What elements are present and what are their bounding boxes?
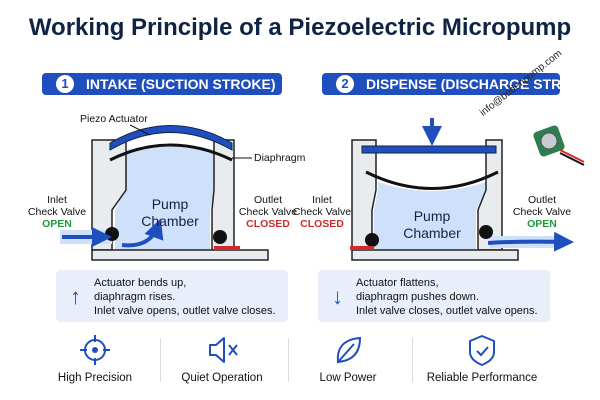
description-line: Actuator bends up, bbox=[94, 277, 187, 289]
outlet-check-valve-word: Check Valve bbox=[238, 206, 298, 218]
leaf-icon bbox=[336, 336, 362, 364]
piezo-actuator-label: Piezo Actuator bbox=[80, 113, 148, 125]
pump-chamber-label: Pump Chamber bbox=[392, 208, 472, 242]
target-icon bbox=[80, 335, 110, 365]
inlet-status-open: OPEN bbox=[42, 218, 72, 230]
intake-description: ↑ Actuator bends up, diaphragm rises. In… bbox=[56, 270, 288, 322]
description-line: Actuator flattens, bbox=[356, 277, 439, 289]
product-image bbox=[533, 125, 585, 166]
divider bbox=[412, 338, 413, 382]
outlet-label: Outlet Check Valve CLOSED bbox=[238, 194, 298, 230]
stage-header-dispense: 2 DISPENSE (DISCHARGE STROKE) bbox=[322, 73, 596, 95]
chamber-word-1: Pump bbox=[151, 196, 189, 212]
inlet-check-valve-word: Check Valve bbox=[27, 206, 87, 218]
arrow-down-icon: ↓ bbox=[332, 284, 343, 309]
description-line: Inlet valve closes, outlet valve opens. bbox=[356, 305, 538, 317]
feature-low-power: Low Power bbox=[273, 332, 423, 392]
housing-base bbox=[91, 249, 269, 261]
outlet-check-valve-word: Check Valve bbox=[512, 206, 572, 218]
inlet-word: Inlet bbox=[312, 194, 332, 206]
description-line: diaphragm rises. bbox=[94, 291, 176, 303]
feature-reliable-performance: Reliable Performance bbox=[407, 332, 557, 392]
intake-pump bbox=[60, 124, 269, 261]
arrow-up-icon: ↑ bbox=[70, 284, 81, 309]
diaphragm bbox=[109, 143, 233, 162]
outlet-flow-arrow bbox=[487, 231, 574, 252]
chamber-word-2: Chamber bbox=[141, 213, 199, 229]
chamber-word-1: Pump bbox=[413, 208, 451, 224]
stage-number: 2 bbox=[336, 75, 354, 93]
feature-label: Low Power bbox=[319, 372, 377, 384]
divider bbox=[160, 338, 161, 382]
dispense-description: ↓ Actuator flattens, diaphragm pushes do… bbox=[318, 270, 550, 322]
inlet-valve-ball bbox=[105, 227, 119, 241]
chamber-flow-arrow bbox=[121, 218, 164, 248]
outlet-word: Outlet bbox=[527, 194, 556, 206]
description-text: Actuator bends up, diaphragm rises. Inle… bbox=[94, 276, 276, 318]
outlet-label: Outlet Check Valve OPEN bbox=[510, 194, 574, 230]
outlet-valve-seal bbox=[214, 246, 240, 250]
shield-check-icon bbox=[469, 335, 495, 366]
chamber-word-2: Chamber bbox=[403, 225, 461, 241]
stage-label: DISPENSE (DISCHARGE STROKE) bbox=[366, 76, 597, 92]
inlet-valve-seal bbox=[350, 246, 374, 250]
outlet-word: Outlet bbox=[253, 194, 282, 206]
feature-label: High Precision bbox=[57, 372, 133, 384]
chamber-fluid bbox=[374, 182, 486, 250]
inlet-label: Inlet Check Valve OPEN bbox=[22, 194, 92, 230]
feature-high-precision: High Precision bbox=[20, 332, 170, 392]
inlet-valve-ball bbox=[365, 233, 379, 247]
inlet-word: Inlet bbox=[47, 194, 67, 206]
housing-base bbox=[351, 249, 519, 261]
dispense-pump bbox=[350, 118, 574, 261]
description-line: diaphragm pushes down. bbox=[356, 291, 479, 303]
inlet-label: Inlet Check Valve CLOSED bbox=[292, 194, 352, 230]
page-title: Working Principle of a Piezoelectric Mic… bbox=[28, 14, 572, 41]
description-text: Actuator flattens, diaphragm pushes down… bbox=[356, 276, 538, 318]
feature-quiet-operation: Quiet Operation bbox=[147, 332, 297, 392]
outlet-status-closed: CLOSED bbox=[246, 218, 290, 230]
outlet-valve-ball bbox=[213, 230, 227, 244]
stage-header-intake: 1 INTAKE (SUCTION STROKE) bbox=[42, 73, 282, 95]
outlet-status-open: OPEN bbox=[527, 218, 557, 230]
chamber-fluid bbox=[115, 145, 215, 255]
feature-label: Reliable Performance bbox=[426, 372, 538, 384]
description-line: Inlet valve opens, outlet valve closes. bbox=[94, 305, 276, 317]
leader-actuator bbox=[129, 124, 151, 136]
stage-label: INTAKE (SUCTION STROKE) bbox=[86, 76, 276, 92]
speaker-mute-icon bbox=[209, 337, 238, 363]
piezo-actuator bbox=[361, 145, 497, 154]
pump-chamber-label: Pump Chamber bbox=[130, 196, 210, 230]
diaphragm bbox=[365, 170, 499, 190]
diaphragm-label: Diaphragm bbox=[254, 152, 306, 164]
inlet-status-closed: CLOSED bbox=[300, 218, 344, 230]
feature-label: Quiet Operation bbox=[181, 372, 263, 384]
inlet-check-valve-word: Check Valve bbox=[292, 206, 352, 218]
divider bbox=[288, 338, 289, 382]
stage-number: 1 bbox=[56, 75, 74, 93]
outlet-valve-ball bbox=[479, 225, 493, 239]
